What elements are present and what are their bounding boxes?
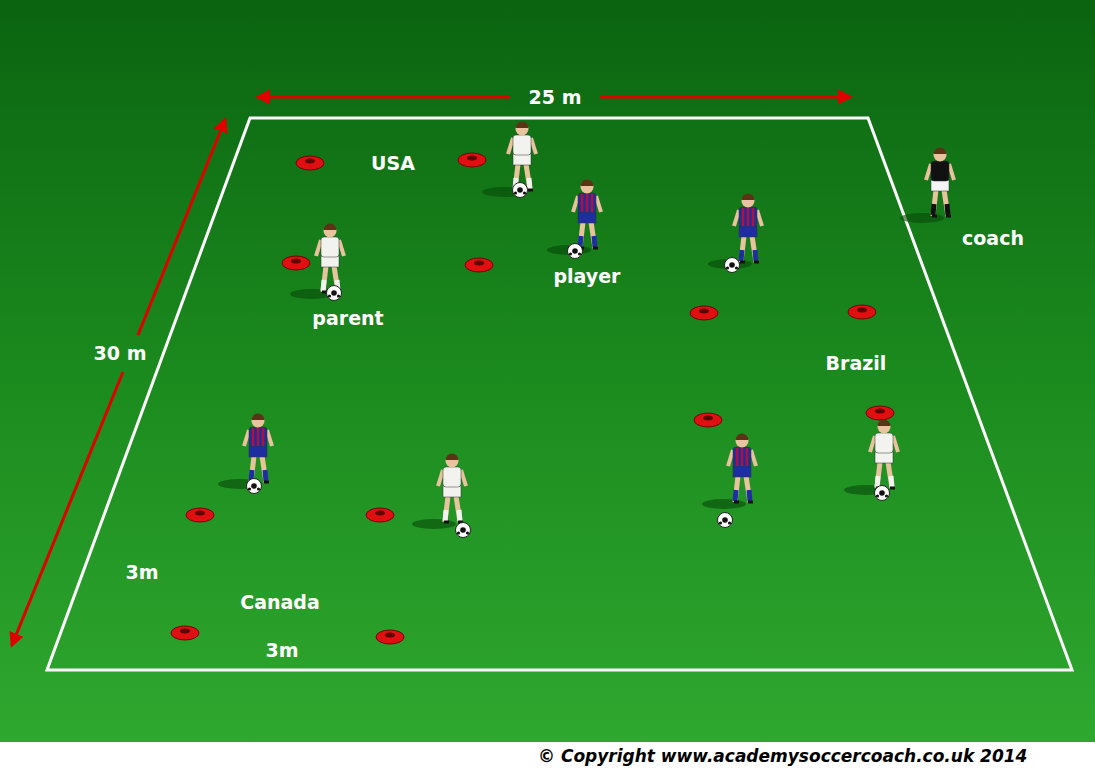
cone <box>465 258 493 272</box>
zone-label: Canada <box>240 592 320 613</box>
cone <box>458 153 486 167</box>
cones <box>171 153 894 644</box>
cone <box>366 508 394 522</box>
copyright-note: © Copyright www.academysoccercoach.co.uk… <box>538 747 1027 766</box>
dimension-label: 30 m <box>94 343 147 364</box>
figure-label: player <box>554 266 621 287</box>
zone-label: USA <box>371 153 415 174</box>
parent-figure <box>412 454 471 538</box>
dimension-label: 3m <box>265 640 298 661</box>
cone <box>376 630 404 644</box>
cone <box>694 413 722 427</box>
players <box>218 122 954 538</box>
zone-label: Brazil <box>826 353 887 374</box>
grass-ground <box>0 0 1095 742</box>
cone <box>282 256 310 270</box>
parent-figure <box>844 420 898 501</box>
coach-figure <box>900 148 954 224</box>
cone <box>866 406 894 420</box>
pitch-outline <box>47 118 1072 670</box>
cone <box>296 156 324 170</box>
parent-figure <box>290 224 344 301</box>
cone <box>186 508 214 522</box>
cone <box>848 305 876 319</box>
figure-label: coach <box>962 228 1024 249</box>
dimension-arrows <box>12 97 850 645</box>
cone <box>690 306 718 320</box>
figure-label: parent <box>312 308 383 329</box>
player-figure <box>708 194 762 273</box>
player-figure <box>547 180 601 259</box>
player-figure <box>702 434 756 528</box>
dimension-label: 25 m <box>529 87 582 108</box>
cone <box>171 626 199 640</box>
dimension-label: 3m <box>125 562 158 583</box>
player-figure <box>218 414 272 494</box>
parent-figure <box>482 122 536 198</box>
